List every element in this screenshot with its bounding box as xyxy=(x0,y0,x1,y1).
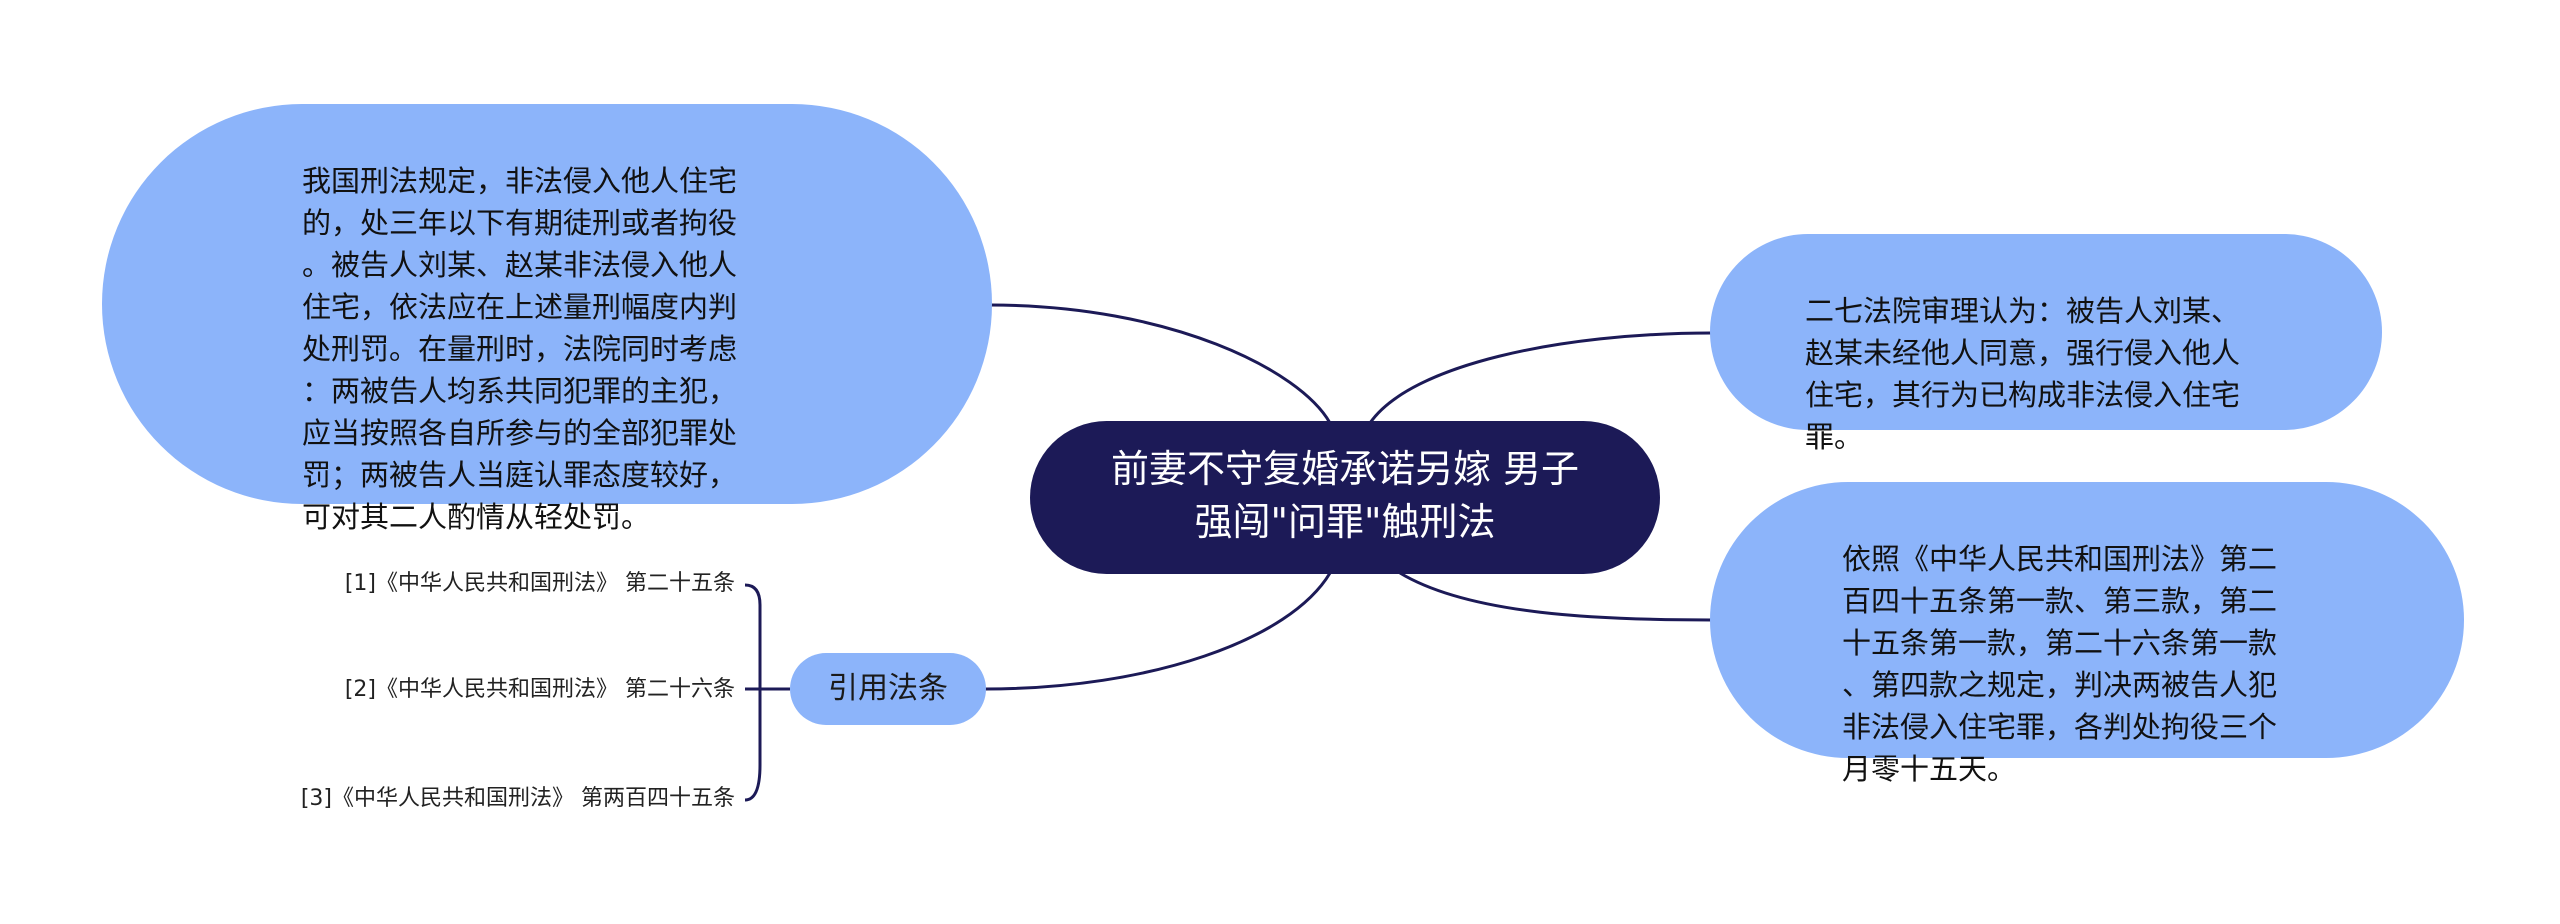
citation-item[interactable]: [3]《中华人民共和国刑法》 第两百四十五条 xyxy=(300,786,735,811)
connector-to-left-node xyxy=(989,303,1332,424)
node-legal-analysis[interactable]: 我国刑法规定，非法侵入他人住宅 的，处三年以下有期徒刑或者拘役 。被告人刘某、赵… xyxy=(102,104,992,534)
citation-item[interactable]: [2]《中华人民共和国刑法》 第二十六条 xyxy=(344,677,735,702)
node-court-finding-text: 二七法院审理认为：被告人刘某、 赵某未经他人同意，强行侵入他人 住宅，其行为已构… xyxy=(1805,294,2241,454)
connector-to-bottom-right-node xyxy=(1399,571,1713,622)
central-topic-label: 前妻不守复婚承诺另嫁 男子强闯"问罪"触刑法 xyxy=(1110,447,1580,544)
bracket-citations xyxy=(744,583,762,802)
node-judgment-text: 依照《中华人民共和国刑法》第二 百四十五条第一款、第三款，第二 十五条第一款，第… xyxy=(1842,542,2278,786)
node-legal-analysis-text: 我国刑法规定，非法侵入他人住宅 的，处三年以下有期徒刑或者拘役 。被告人刘某、赵… xyxy=(302,164,738,534)
node-citations[interactable]: 引用法条 xyxy=(790,653,986,725)
connector-to-citations-branch xyxy=(984,572,1332,691)
node-judgment[interactable]: 依照《中华人民共和国刑法》第二 百四十五条第一款、第三款，第二 十五条第一款，第… xyxy=(1710,482,2464,786)
central-topic[interactable]: 前妻不守复婚承诺另嫁 男子强闯"问罪"触刑法 xyxy=(1030,421,1660,574)
citation-item[interactable]: [1]《中华人民共和国刑法》 第二十五条 xyxy=(344,571,735,596)
node-court-finding[interactable]: 二七法院审理认为：被告人刘某、 赵某未经他人同意，强行侵入他人 住宅，其行为已构… xyxy=(1710,234,2382,454)
connector-to-top-right-node xyxy=(1368,331,1713,424)
node-citations-label: 引用法条 xyxy=(828,671,948,706)
